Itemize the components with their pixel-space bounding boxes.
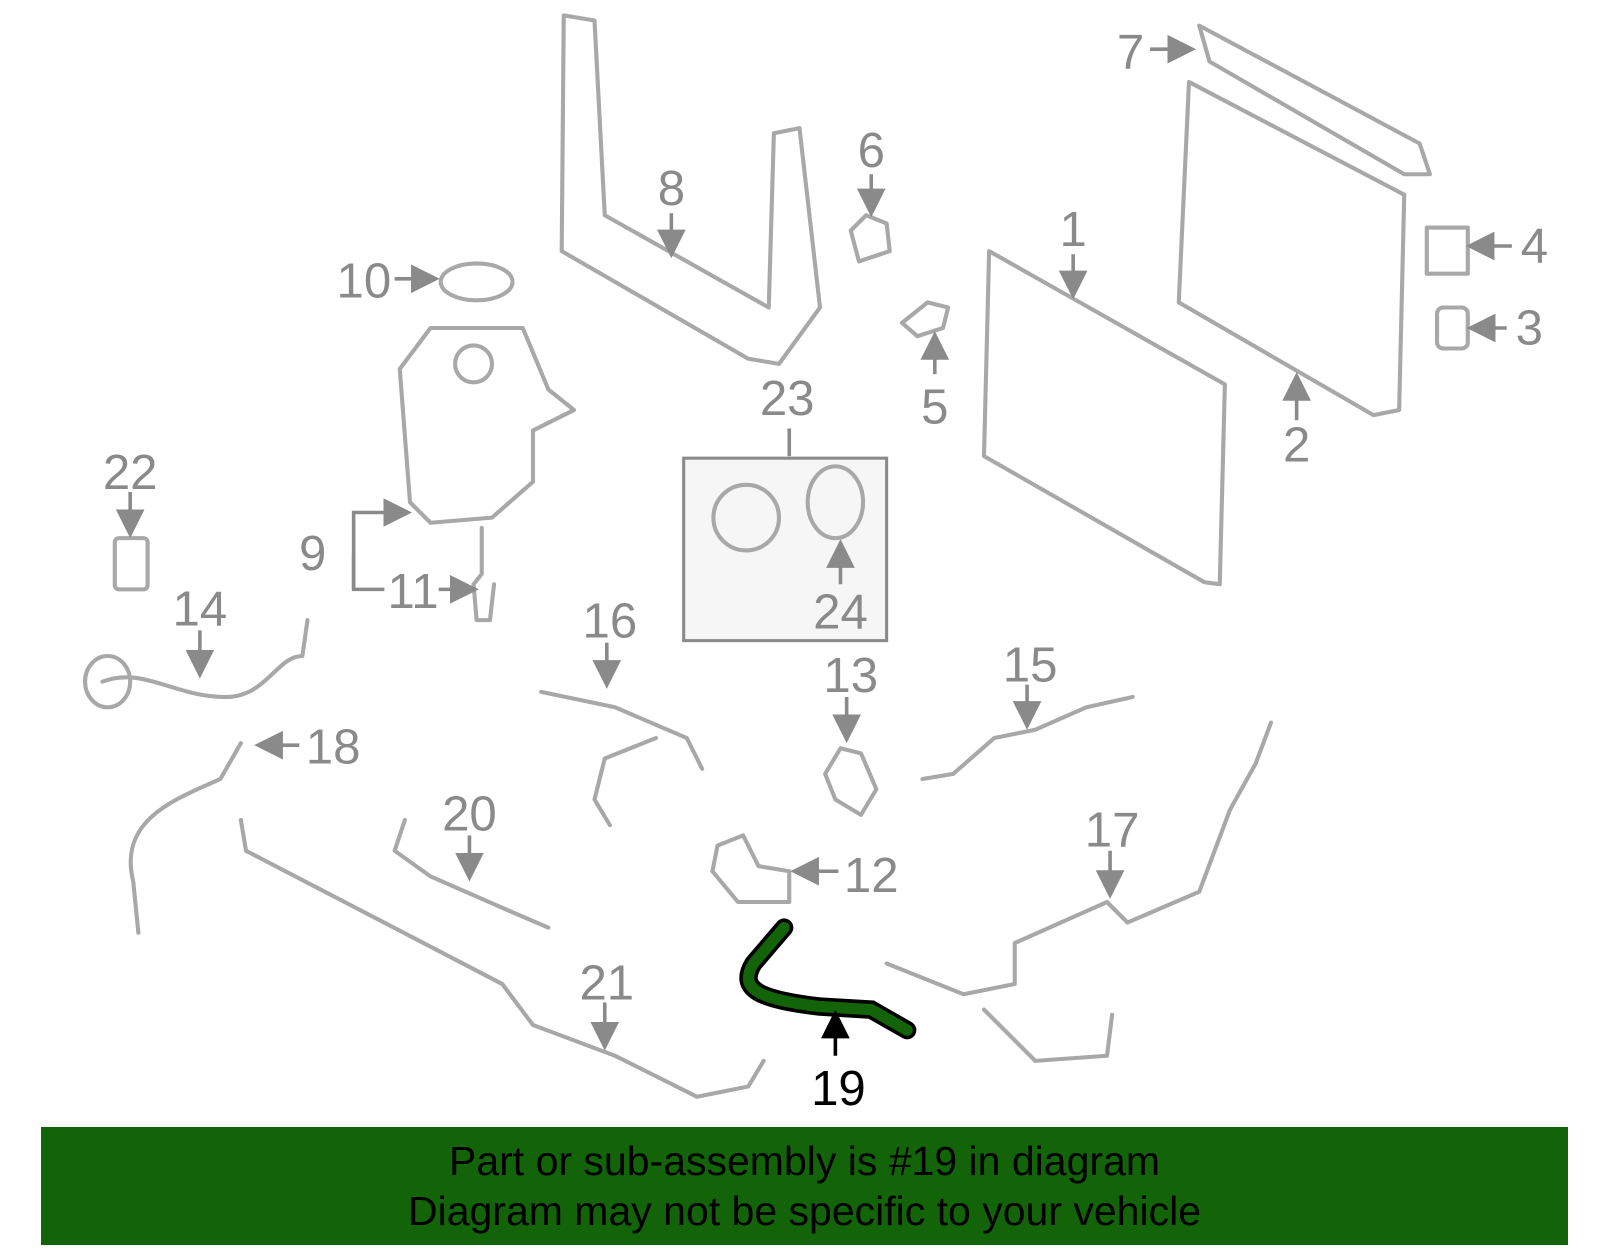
part-22-switch (112, 536, 150, 592)
label-7: 7 (1117, 25, 1144, 80)
banner-line-1: Part or sub-assembly is #19 in diagram (449, 1138, 1160, 1184)
label-22: 22 (103, 445, 158, 500)
label-12: 12 (844, 848, 899, 903)
banner-line-2: Diagram may not be specific to your vehi… (407, 1188, 1201, 1234)
part-6-clip (848, 213, 892, 264)
part-18-hose (128, 741, 243, 935)
label-17: 17 (1085, 803, 1140, 858)
part-15-hose (920, 694, 1135, 782)
part-21-line (238, 817, 766, 1099)
label-24: 24 (813, 584, 868, 639)
label-4: 4 (1521, 218, 1548, 273)
part-7-bracket (1197, 23, 1432, 177)
part-9-tank (397, 325, 577, 525)
info-banner: Part or sub-assembly is #19 in diagram D… (41, 1127, 1568, 1245)
part-24-oring (805, 464, 866, 541)
part-17-hose (884, 720, 1274, 1063)
part-4-clip (1424, 225, 1470, 276)
label-20: 20 (442, 786, 497, 841)
part-20-line (392, 817, 551, 930)
label-18: 18 (306, 720, 361, 775)
label-1: 1 (1059, 202, 1086, 257)
part-23-pump (711, 482, 782, 553)
label-15: 15 (1003, 638, 1058, 693)
label-19-highlighted: 19 (811, 1061, 866, 1116)
label-11: 11 (388, 564, 439, 619)
part-10-cap (438, 261, 515, 303)
label-13: 13 (823, 648, 878, 703)
label-9: 9 (299, 526, 326, 581)
label-8: 8 (658, 161, 685, 216)
part-1-condenser (981, 249, 1227, 587)
label-6: 6 (858, 123, 885, 178)
label-3: 3 (1516, 300, 1543, 355)
label-21: 21 (579, 955, 634, 1010)
label-5: 5 (921, 379, 948, 434)
part-5-clip (899, 300, 951, 339)
part-12-hose (710, 833, 792, 905)
leader-arrows (115, 34, 1512, 1056)
part-11-sensor (471, 525, 497, 623)
part-3-grommet (1434, 305, 1470, 351)
label-16: 16 (583, 594, 638, 649)
part-13-housing (823, 746, 879, 817)
part-2-radiator (1176, 79, 1407, 418)
part-8-shroud (559, 13, 823, 366)
label-10: 10 (337, 253, 392, 308)
part-14-hose (100, 618, 310, 700)
label-2: 2 (1283, 417, 1310, 472)
part-16-hose (539, 689, 705, 828)
label-23: 23 (760, 371, 815, 426)
label-14: 14 (173, 581, 228, 636)
